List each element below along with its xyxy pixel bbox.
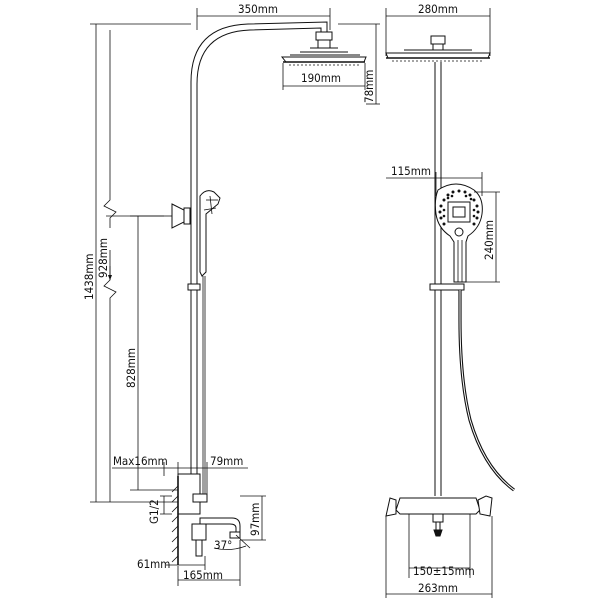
dim-total-height: 1438mm [82, 254, 96, 300]
mixer-valve-front [385, 495, 493, 578]
mixer-valve-side [171, 473, 241, 565]
dim-spout-angle: 37° [214, 538, 232, 552]
dim-spout-height: 97mm [248, 503, 262, 536]
dim-inlet-depth: 61mm [137, 557, 170, 571]
dim-spout-reach: 165mm [183, 568, 223, 582]
rain-shower-head-front [385, 35, 491, 62]
shower-arm [190, 21, 328, 284]
dim-inlet-thread: G1/2 [147, 499, 161, 524]
riser-joint [187, 283, 201, 291]
shower-arm-inner [196, 27, 322, 284]
front-view: 280mm [385, 2, 515, 598]
dim-handshower-width: 115mm [391, 164, 431, 178]
dim-valve-height: 828mm [124, 348, 138, 388]
dim-valve-width: 263mm [418, 581, 458, 595]
dim-inlet-centers: 150±15mm [413, 564, 475, 578]
handshower-front [434, 183, 483, 283]
handshower-holder-side [164, 203, 191, 229]
side-view: 350mm 190mm 78mm [82, 2, 380, 586]
dim-head-drop: 78mm [362, 70, 376, 103]
dim-head-diameter: 190mm [301, 71, 341, 85]
dim-head-width: 280mm [418, 2, 458, 16]
dim-valve-depth: 79mm [210, 454, 243, 468]
handshower-slide-holder [429, 283, 465, 291]
dim-arm-reach: 350mm [238, 2, 278, 16]
rain-shower-head-side [280, 31, 367, 66]
spray-nozzles [438, 189, 480, 226]
dim-handshower-length: 240mm [482, 220, 496, 260]
handshower-side [199, 190, 221, 277]
dim-holder-from-floor: 928mm [96, 238, 110, 278]
dim-wall-offset-max: Max16mm [113, 454, 168, 468]
